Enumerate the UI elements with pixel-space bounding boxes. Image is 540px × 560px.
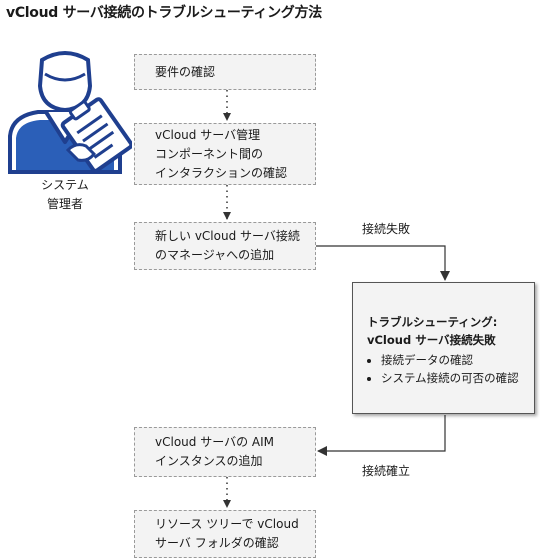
administrator-clipboard-icon <box>8 51 132 174</box>
troubleshooting-bullets: 接続データの確認 システム接続の可否の確認 <box>367 351 534 387</box>
troubleshooting-bullet-2: システム接続の可否の確認 <box>381 369 534 387</box>
step-verify-folder: リソース ツリーで vCloud サーバ フォルダの確認 <box>134 510 316 558</box>
step-4-line2: インスタンスの追加 <box>155 454 263 468</box>
step-2-line1: vCloud サーバ管理 <box>155 127 261 142</box>
step-add-connection: 新しい vCloud サーバ接続 のマネージャへの追加 <box>134 222 316 270</box>
established-label: 接続確立 <box>362 464 411 478</box>
troubleshooting-heading-2: vCloud サーバ接続失敗 <box>367 333 496 347</box>
step-3-line1: 新しい vCloud サーバ接続 <box>155 229 300 243</box>
connector-failure <box>316 245 450 281</box>
step-3-line2: のマネージャへの追加 <box>155 248 275 262</box>
step-1-line1: 要件の確認 <box>155 64 216 79</box>
step-5-line2: サーバ フォルダの確認 <box>155 536 279 550</box>
step-add-aim-instance: vCloud サーバの AIM インスタンスの追加 <box>134 427 316 477</box>
step-2-line3: インタラクションの確認 <box>155 165 288 180</box>
actor-label: システム 管理者 <box>22 176 108 214</box>
connector-established <box>317 415 446 456</box>
actor-label-line1: システム <box>41 178 89 192</box>
step-requirements: 要件の確認 <box>134 54 316 90</box>
step-2-line2: コンポーネント間の <box>155 146 264 161</box>
step-component-interaction: vCloud サーバ管理 コンポーネント間の インタラクションの確認 <box>134 123 316 185</box>
failure-label: 接続失敗 <box>362 222 411 236</box>
actor-label-line2: 管理者 <box>46 197 83 211</box>
diagram-title: vCloud サーバ接続のトラブルシューティング方法 <box>6 5 322 21</box>
troubleshooting-box: トラブルシューティング: vCloud サーバ接続失敗 接続データの確認 システ… <box>352 282 535 414</box>
step-5-line1: リソース ツリーで vCloud <box>155 517 299 531</box>
troubleshooting-bullet-1: 接続データの確認 <box>381 351 534 369</box>
troubleshooting-heading-1: トラブルシューティング: <box>367 315 498 329</box>
step-4-line1: vCloud サーバの AIM <box>155 435 274 449</box>
